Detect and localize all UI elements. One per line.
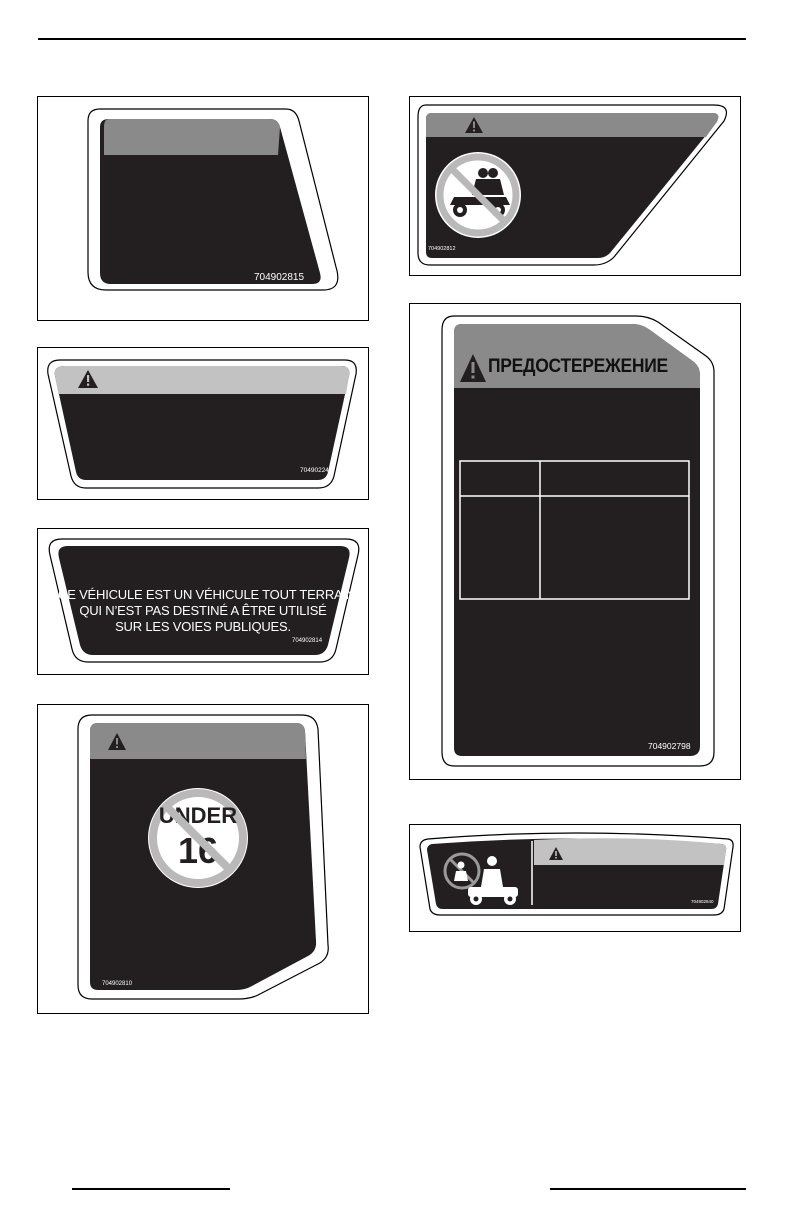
label-code: 704902815 <box>254 272 304 283</box>
no-passenger-icon <box>435 152 521 238</box>
top-rule <box>38 38 746 40</box>
label-panel-704902814: 704902814 CE VÉHICULE EST UN VÉHICULE TO… <box>37 528 369 675</box>
label-heading: ПРЕДОСТЕРЕЖЕНИЕ <box>488 356 668 377</box>
label-code: 704902798 <box>648 741 691 751</box>
warning-triangle-icon <box>78 370 98 388</box>
warning-triangle-icon <box>549 847 563 860</box>
label-panel-704902812: 704902812 <box>409 96 741 276</box>
label-code: 704902810 <box>102 981 133 987</box>
label-panel-704902798: 704902798 <box>409 303 741 780</box>
label-panel-704902241: 704902241 <box>37 347 369 500</box>
bottom-left-rule <box>72 1188 230 1190</box>
no-under-16-icon: UNDER 16 <box>148 788 248 888</box>
label-panel-704902810: UNDER 16 704902810 <box>37 704 369 1014</box>
label-panel-704902840: 704902840 <box>409 824 741 932</box>
warning-triangle-icon <box>108 733 126 750</box>
info-table <box>459 460 690 600</box>
warning-triangle-icon <box>460 354 486 382</box>
label-code: 704902840 <box>691 899 714 904</box>
no-passenger-icon <box>443 852 518 905</box>
label-code: 704902812 <box>428 246 456 252</box>
label-code: 704902814 <box>292 638 323 644</box>
offroad-notice-text: CE VÉHICULE EST UN VÉHICULE TOUT TERRAIN… <box>58 587 356 634</box>
label-code: 704902241 <box>300 467 333 474</box>
warning-triangle-icon <box>465 117 483 133</box>
bottom-right-rule <box>550 1188 746 1190</box>
label-panel-704902815: 704902815 <box>37 96 369 321</box>
